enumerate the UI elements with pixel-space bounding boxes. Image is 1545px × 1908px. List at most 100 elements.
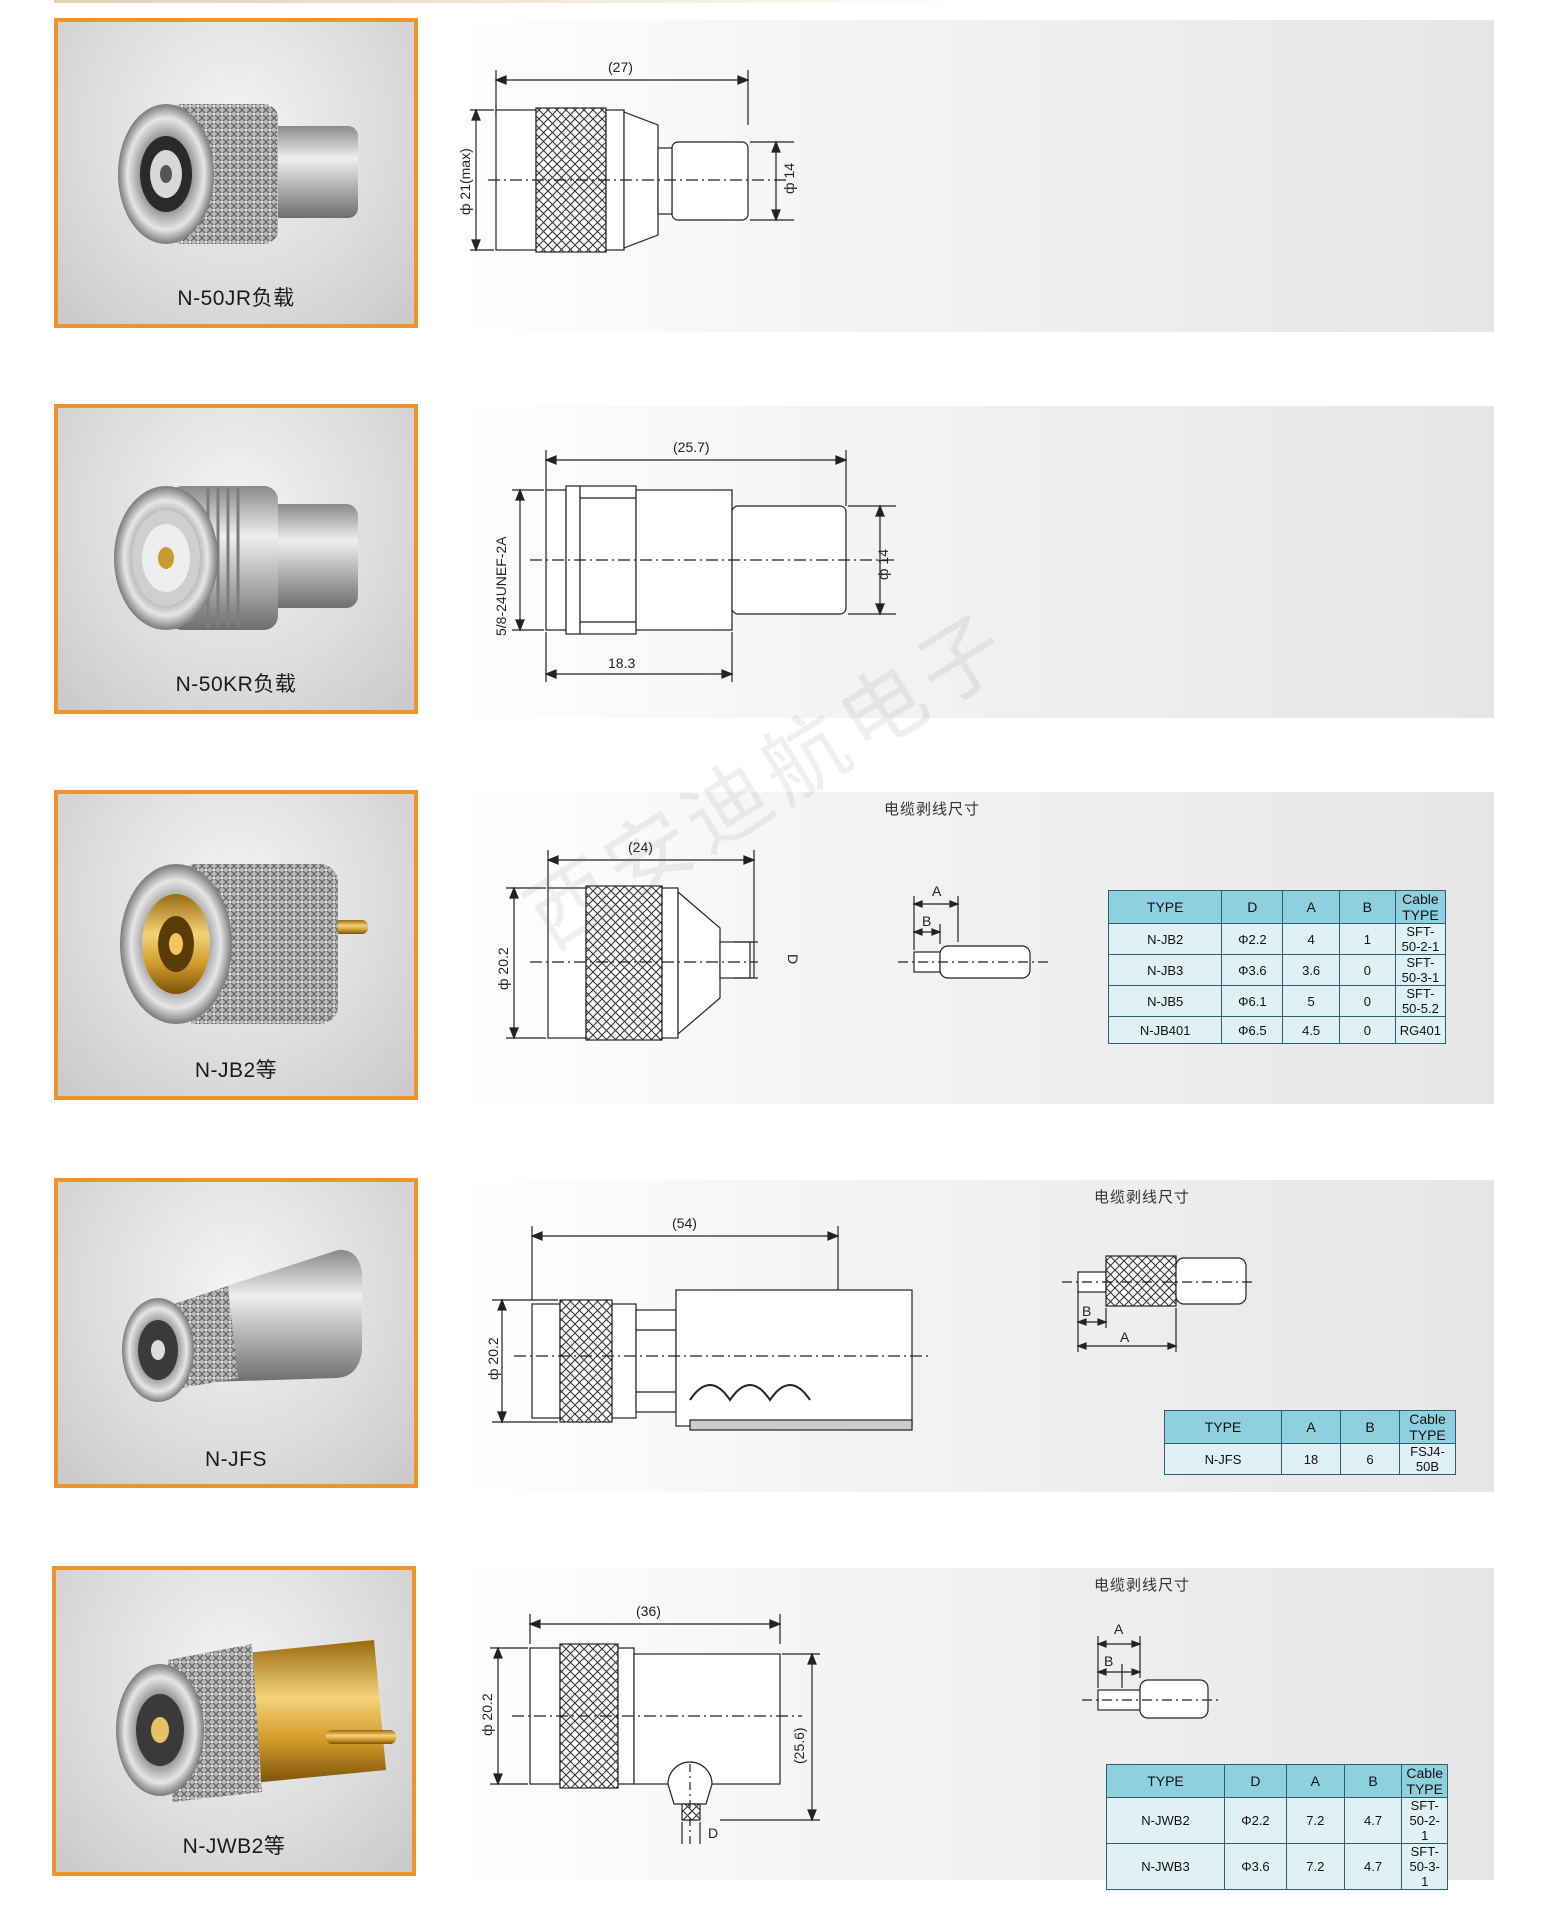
table-row: N-JB5 Φ6.1 5 0 SFT-50-5.2 [1107, 985, 1447, 1017]
table-cell: SFT-50-2-1 [1394, 923, 1447, 955]
table-header: Cable TYPE [1401, 1764, 1448, 1798]
table-header: TYPE [1106, 1764, 1225, 1798]
table-cell: N-JB2 [1107, 923, 1223, 955]
table-cell: FSJ4-50B [1399, 1443, 1456, 1475]
table-cell: 7.2 [1285, 1797, 1345, 1844]
length-dimension: (36) [636, 1603, 661, 1619]
b-dimension-label: B [1104, 1653, 1113, 1669]
table-row: N-JFS 18 6 FSJ4-50B [1164, 1443, 1456, 1475]
table-header: D [1221, 890, 1284, 924]
table-cell: 4.5 [1282, 1016, 1340, 1044]
table-cell: SFT-50-2-1 [1401, 1797, 1448, 1844]
table-cell: N-JB3 [1107, 954, 1223, 986]
product-label: N-JFS [205, 1448, 267, 1471]
table-header: A [1285, 1764, 1345, 1798]
a-dimension-label: A [932, 883, 942, 899]
table-cell: 0 [1338, 985, 1396, 1017]
product-section-n-jfs: N-JFS [54, 1178, 1494, 1496]
table-cell: RG401 [1394, 1016, 1447, 1044]
technical-drawing: (27) ф 21(max) ф 14 [458, 20, 1494, 332]
table-row: N-JB3 Φ3.6 3.6 0 SFT-50-3-1 [1107, 954, 1447, 986]
spec-table: TYPE A B Cable TYPE N-JFS 18 6 FSJ4-50B [1164, 1410, 1456, 1475]
table-row: N-JWB3 Φ3.6 7.2 4.7 SFT-50-3-1 [1106, 1843, 1448, 1890]
table-cell: 5 [1282, 985, 1340, 1017]
product-section-n-50kr: N-50KR负载 [54, 404, 1494, 722]
table-cell: N-JWB2 [1106, 1797, 1225, 1844]
strip-dimension-title: 电缆剥线尺寸 [884, 801, 981, 818]
table-cell: Φ3.6 [1223, 1843, 1287, 1890]
spec-table: TYPE D A B Cable TYPE N-JB2 Φ2.2 4 1 SFT… [1107, 890, 1447, 1044]
product-label: N-50JR负载 [177, 287, 295, 310]
connector-photo [120, 864, 368, 1024]
dimension-drawing: (24) ф 20.2 D A B [495, 839, 1050, 1041]
d-dimension-label: D [708, 1825, 718, 1841]
d-dimension-label: D [785, 954, 801, 964]
table-header: Cable TYPE [1394, 890, 1447, 924]
table-cell: 4 [1282, 923, 1340, 955]
table-cell: N-JB401 [1107, 1016, 1223, 1044]
product-section-n-50jr: N-50JR负载 [54, 18, 1494, 336]
length-dimension: (27) [608, 59, 633, 75]
a-dimension-label: A [1114, 1621, 1124, 1637]
connector-photo [114, 486, 358, 630]
technical-drawing: (25.7) 5/8-24UNEF-2A ф 14 18.3 [458, 406, 1494, 718]
length-dimension: (54) [672, 1215, 697, 1231]
product-photo-frame: N-JFS [54, 1178, 418, 1488]
table-cell: Φ2.2 [1223, 1797, 1287, 1844]
connector-photo [118, 104, 358, 244]
table-cell: Φ6.5 [1221, 1016, 1284, 1044]
diameter-dimension: ф 20.2 [495, 947, 511, 990]
product-photo-frame: N-JB2等 [54, 790, 418, 1100]
diameter-dimension: ф 21(max) [458, 148, 473, 215]
diameter-dimension: ф 20.2 [485, 1337, 501, 1380]
table-cell: 0 [1338, 1016, 1396, 1044]
strip-dimension-title: 电缆剥线尺寸 [1094, 1577, 1191, 1594]
table-cell: Φ2.2 [1221, 923, 1284, 955]
product-photo-frame: N-JWB2等 [52, 1566, 416, 1876]
table-cell: SFT-50-3-1 [1401, 1843, 1448, 1890]
product-label: N-JWB2等 [182, 1835, 286, 1858]
table-cell: 1 [1338, 923, 1396, 955]
table-row: N-JB401 Φ6.5 4.5 0 RG401 [1107, 1016, 1447, 1044]
table-cell: Φ6.1 [1221, 985, 1284, 1017]
table-header: A [1282, 890, 1340, 924]
table-cell: 3.6 [1282, 954, 1340, 986]
strip-dimension-title: 电缆剥线尺寸 [1094, 1189, 1191, 1206]
table-cell: 4.7 [1343, 1797, 1403, 1844]
table-header: B [1340, 1410, 1400, 1444]
product-section-n-jb2: N-JB2等 [54, 790, 1494, 1108]
dimension-drawing: (54) ф 20.2 B A [485, 1215, 1254, 1431]
product-photo-frame: N-50JR负载 [54, 18, 418, 328]
table-cell: N-JWB3 [1106, 1843, 1225, 1890]
diameter-dimension: ф 20.2 [479, 1693, 495, 1736]
technical-drawing: (54) ф 20.2 B A 电缆剥线尺寸 TYPE A B Cable TY… [458, 1180, 1494, 1492]
product-label: N-JB2等 [194, 1059, 278, 1082]
table-row: N-JWB2 Φ2.2 7.2 4.7 SFT-50-2-1 [1106, 1797, 1448, 1844]
table-header: TYPE [1164, 1410, 1282, 1444]
table-cell: SFT-50-3-1 [1394, 954, 1447, 986]
table-header: B [1343, 1764, 1403, 1798]
thread-dimension: 5/8-24UNEF-2A [493, 536, 509, 636]
connector-photo [116, 1640, 396, 1802]
b-dimension-label: B [922, 913, 931, 929]
table-cell: SFT-50-5.2 [1394, 985, 1447, 1017]
technical-drawing: (36) ф 20.2 (25.6) D A B 电缆剥线尺寸 TYPE D A… [458, 1568, 1494, 1890]
table-cell: 0 [1338, 954, 1396, 986]
table-cell: 18 [1281, 1443, 1341, 1475]
table-cell: N-JFS [1164, 1443, 1282, 1475]
product-section-n-jwb2: N-JWB2等 [52, 1566, 1494, 1890]
top-rule [54, 0, 974, 3]
tail-dimension: ф 14 [781, 163, 797, 194]
table-row: N-JB2 Φ2.2 4 1 SFT-50-2-1 [1107, 923, 1447, 955]
sub-length-dimension: 18.3 [608, 655, 635, 671]
technical-drawing: (24) ф 20.2 D A B 电缆剥线尺寸 TYPE D A B Cabl… [458, 792, 1494, 1104]
table-header: B [1338, 890, 1396, 924]
dimension-drawing: (27) ф 21(max) ф 14 [458, 59, 797, 253]
table-cell: N-JB5 [1107, 985, 1223, 1017]
table-header: D [1223, 1764, 1287, 1798]
product-photo-frame: N-50KR负载 [54, 404, 418, 714]
connector-photo [122, 1249, 362, 1402]
product-label: N-50KR负载 [175, 673, 297, 696]
dimension-drawing: (36) ф 20.2 (25.6) D A B [479, 1603, 1220, 1846]
b-dimension-label: B [1082, 1303, 1091, 1319]
